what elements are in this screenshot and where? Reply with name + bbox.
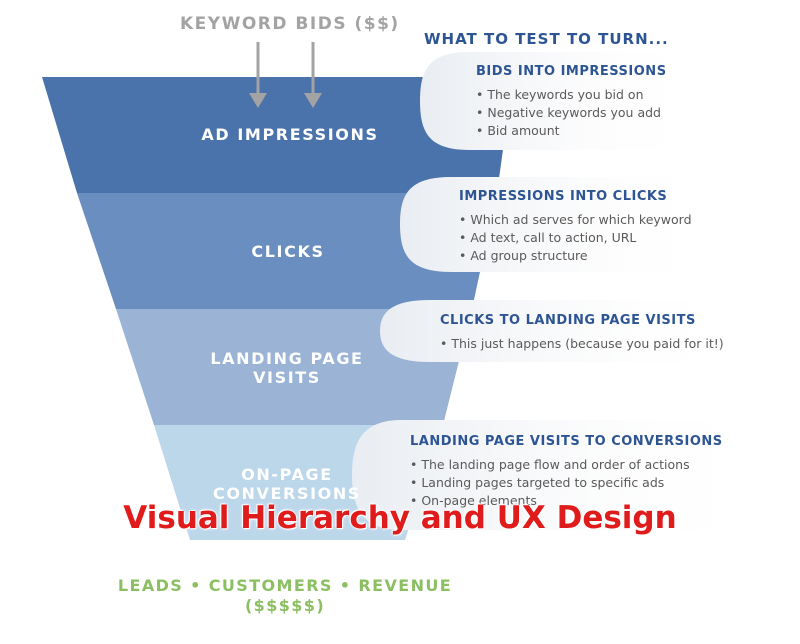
down-arrow-icon bbox=[249, 42, 267, 108]
stage-label-line: CLICKS bbox=[251, 242, 325, 261]
funnel-stage-clicks bbox=[77, 193, 497, 309]
test-card-bg-3 bbox=[380, 300, 740, 362]
stage-label-ad-impressions: AD IMPRESSIONS bbox=[160, 125, 420, 144]
test-card-bg-1 bbox=[420, 52, 700, 150]
stage-label-clicks: CLICKS bbox=[160, 242, 416, 261]
stage-label-line: AD IMPRESSIONS bbox=[201, 125, 379, 144]
test-card-4: LANDING PAGE VISITS TO CONVERSIONS • The… bbox=[410, 434, 723, 510]
test-card-bg-2 bbox=[400, 177, 720, 272]
test-card-title: BIDS INTO IMPRESSIONS bbox=[476, 64, 667, 79]
test-card-item: • On-page elements bbox=[410, 493, 537, 508]
test-card-title: IMPRESSIONS INTO CLICKS bbox=[459, 189, 668, 204]
test-card-title: CLICKS TO LANDING PAGE VISITS bbox=[440, 313, 696, 328]
what-to-test-heading: WHAT TO TEST TO TURN... bbox=[424, 30, 669, 48]
test-card-1: BIDS INTO IMPRESSIONS • The keywords you… bbox=[476, 64, 667, 140]
test-card-item: • The landing page flow and order of act… bbox=[410, 457, 690, 472]
stage-label-line: VISITS bbox=[253, 368, 321, 387]
stage-label-on-page-conversions: ON-PAGE CONVERSIONS bbox=[158, 465, 416, 503]
stage-label-line: LANDING PAGE bbox=[210, 349, 364, 368]
funnel-stage-ad-impressions bbox=[42, 77, 513, 193]
test-card-bg-4 bbox=[352, 420, 770, 530]
test-card-item: • Ad group structure bbox=[459, 248, 588, 263]
outcome-label-line: LEADS • CUSTOMERS • REVENUE bbox=[117, 576, 453, 595]
test-card-item: • Which ad serves for which keyword bbox=[459, 212, 692, 227]
stage-label-landing-page-visits: LANDING PAGE VISITS bbox=[158, 349, 416, 387]
test-card-item: • This just happens (because you paid fo… bbox=[440, 336, 724, 351]
test-card-2: IMPRESSIONS INTO CLICKS • Which ad serve… bbox=[459, 189, 692, 265]
test-card-item: • Negative keywords you add bbox=[476, 105, 661, 120]
outcome-label-line: ($$$$$) bbox=[244, 596, 326, 615]
outcome-label: LEADS • CUSTOMERS • REVENUE ($$$$$) bbox=[112, 576, 458, 616]
test-card-item: • Landing pages targeted to specific ads bbox=[410, 475, 665, 490]
stage-label-line: CONVERSIONS bbox=[213, 484, 361, 503]
test-card-item: • Bid amount bbox=[476, 123, 560, 138]
test-card-item: • The keywords you bid on bbox=[476, 87, 644, 102]
test-card-title: LANDING PAGE VISITS TO CONVERSIONS bbox=[410, 434, 723, 449]
test-card-item: • Ad text, call to action, URL bbox=[459, 230, 637, 245]
keyword-bids-label: KEYWORD BIDS ($$) bbox=[180, 14, 400, 34]
overlay-title: Visual Hierarchy and UX Design bbox=[123, 500, 677, 536]
test-card-3: CLICKS TO LANDING PAGE VISITS • This jus… bbox=[440, 313, 724, 353]
down-arrow-icon bbox=[304, 42, 322, 108]
stage-label-line: ON-PAGE bbox=[241, 465, 333, 484]
